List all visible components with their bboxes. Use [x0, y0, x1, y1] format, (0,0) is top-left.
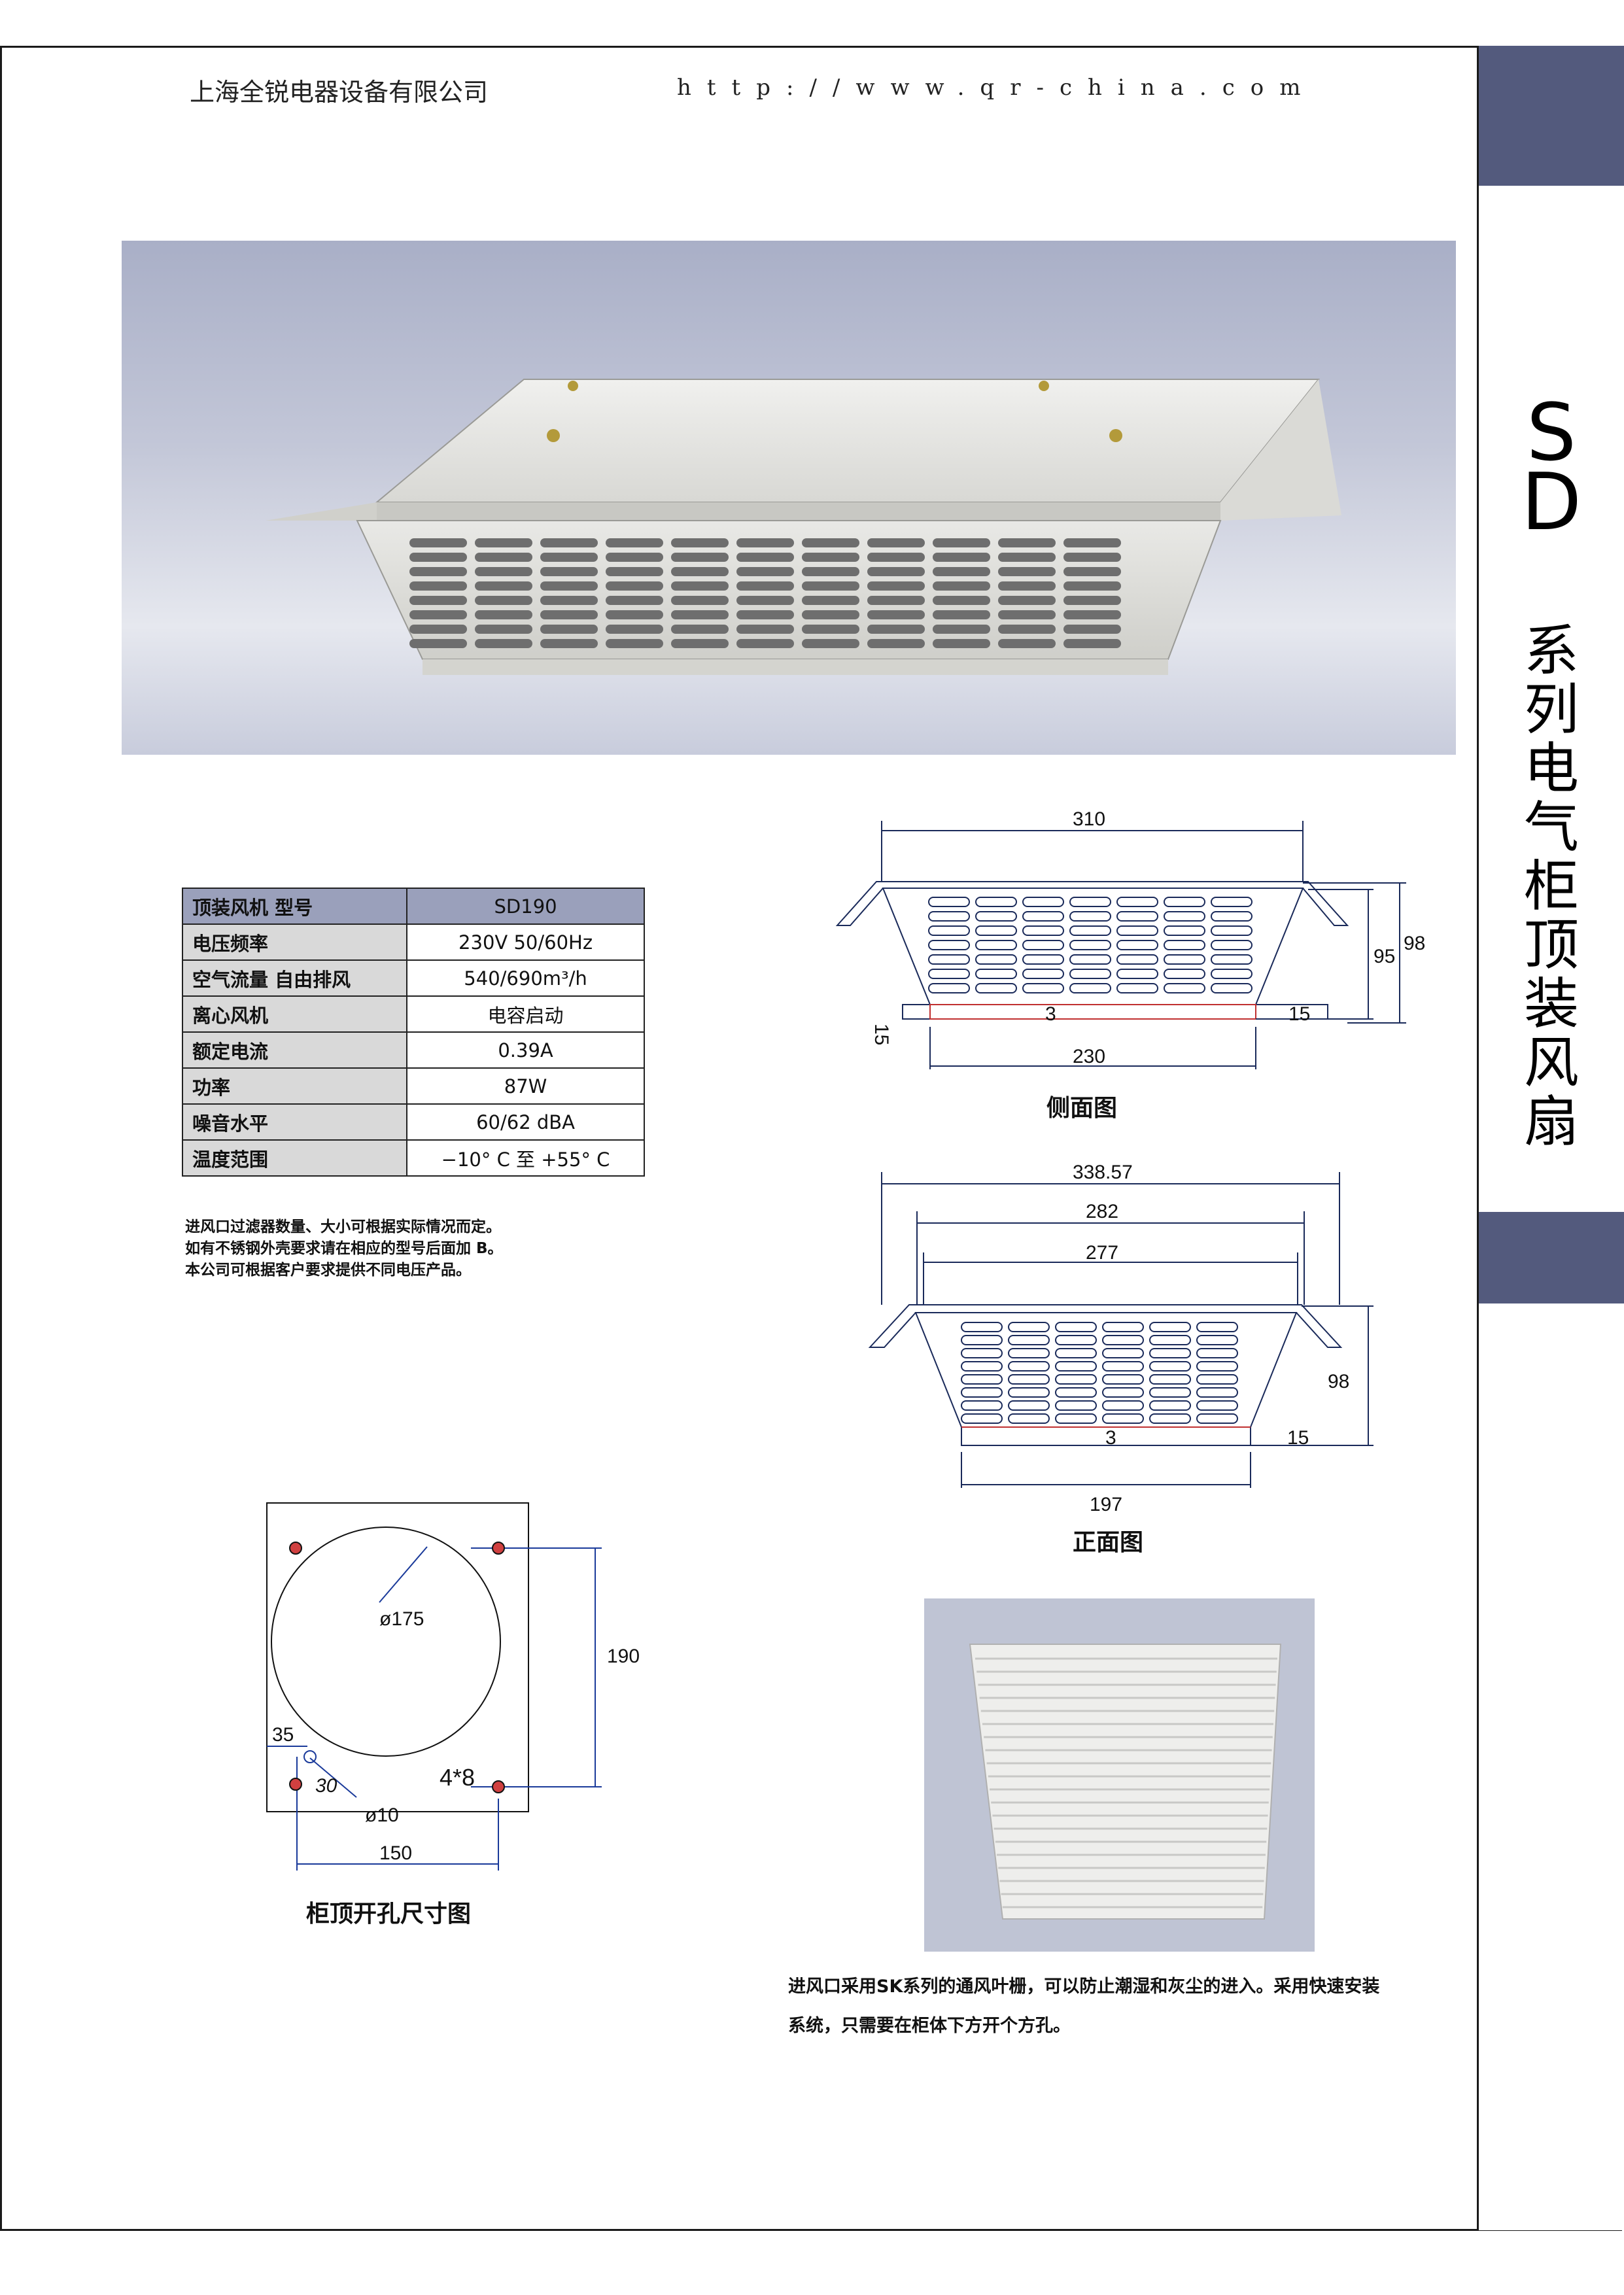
dim-height: 190 [607, 1646, 640, 1667]
spec-label: 噪音水平 [181, 1103, 408, 1141]
spec-value: 60/62 dBA [406, 1103, 645, 1141]
series-title: 系列电气柜顶装风扇 [1523, 619, 1579, 1154]
dim-bottom: 230 [1073, 1046, 1105, 1067]
spec-row: 离心风机电容启动 [181, 995, 645, 1033]
spec-value: −10° C 至 +55° C [406, 1139, 645, 1177]
side-view-drawing: 310 95 98 15 15 3 230 侧面图 [835, 808, 1425, 1122]
spec-label: 额定电流 [181, 1031, 408, 1069]
spec-row: 温度范围−10° C 至 +55° C [181, 1139, 645, 1177]
dim-height: 98 [1328, 1371, 1349, 1392]
dim-three: 3 [1045, 1003, 1056, 1025]
dim-inner-height: 95 [1373, 946, 1395, 967]
grille-caption-line: 进风口采用SK系列的通风叶栅，可以防止潮湿和灰尘的进入。采用快速安装 [788, 1976, 1380, 1997]
sidebar-block-top [1479, 46, 1624, 186]
dim-width: 150 [379, 1842, 412, 1864]
note-line: 进风口过滤器数量、大小可根据实际情况而定。 [185, 1218, 501, 1235]
spec-value: 540/690m³/h [406, 959, 645, 997]
dim-outer: 338.57 [1073, 1162, 1133, 1183]
frame-left-line [0, 46, 2, 2230]
spec-header-row: 顶装风机 型号 SD190 [181, 888, 645, 925]
spec-label: 空气流量 自由排风 [181, 959, 408, 997]
grille-photo [924, 1598, 1315, 1952]
front-view-caption: 正面图 [1073, 1529, 1143, 1556]
front-view-drawing: 338.57 282 277 98 15 3 197 正面图 [868, 1162, 1373, 1556]
spec-value: 230V 50/60Hz [406, 923, 645, 961]
dim-right-15: 15 [1288, 1003, 1310, 1025]
dim-outer-height: 98 [1404, 933, 1425, 954]
dim-offset-x: 35 [272, 1724, 294, 1746]
spec-header-label: 顶装风机 型号 [181, 888, 408, 925]
cutout-caption: 柜顶开孔尺寸图 [306, 1901, 471, 1927]
dim-top: 310 [1073, 808, 1105, 830]
dim-mid: 282 [1086, 1201, 1118, 1222]
grille-caption: 进风口采用SK系列的通风叶栅，可以防止潮湿和灰尘的进入。采用快速安装 系统，只需… [788, 1967, 1379, 2046]
sidebar-block-middle [1479, 1212, 1624, 1303]
spec-value: 0.39A [406, 1031, 645, 1069]
website-url[interactable]: http://www.qr-china.com [677, 75, 1317, 101]
dim-left-15: 15 [871, 1024, 892, 1045]
spec-label: 功率 [181, 1067, 408, 1105]
dim-holes: 4*8 [440, 1764, 475, 1791]
dim-inner: 277 [1086, 1242, 1118, 1264]
side-view-caption: 侧面图 [1046, 1095, 1117, 1122]
spec-label: 离心风机 [181, 995, 408, 1033]
dim-hole-dia: ø10 [365, 1804, 399, 1826]
company-name: 上海全锐电器设备有限公司 [190, 78, 489, 107]
spec-value: 电容启动 [406, 995, 645, 1033]
spec-notes: 进风口过滤器数量、大小可根据实际情况而定。 如有不锈钢外壳要求请在相应的型号后面… [185, 1217, 503, 1281]
dim-offset-y: 30 [315, 1775, 337, 1797]
note-line: 如有不锈钢外壳要求请在相应的型号后面加 B。 [185, 1240, 503, 1257]
grille-caption-line: 系统，只需要在柜体下方开个方孔。 [788, 2016, 1071, 2036]
dim-circle: ø175 [379, 1608, 424, 1630]
dim-three: 3 [1105, 1427, 1116, 1449]
dim-right-15: 15 [1287, 1427, 1309, 1449]
spec-label: 电压频率 [181, 923, 408, 961]
louver-grille-illustration [969, 1644, 1282, 1920]
cutout-drawing: ø175 190 35 30 4*8 ø10 150 柜顶开孔尺寸图 [266, 1502, 640, 1927]
frame-bottom-line [0, 2229, 1622, 2231]
note-line: 本公司可根据客户要求提供不同电压产品。 [185, 1262, 471, 1279]
spec-value: 87W [406, 1067, 645, 1105]
spec-label: 温度范围 [181, 1139, 408, 1177]
roof-fan-illustration [266, 379, 1341, 675]
dim-bottom: 197 [1090, 1494, 1122, 1515]
product-photo [122, 241, 1456, 755]
frame-top-line [0, 46, 1622, 48]
spec-header-value: SD190 [406, 888, 645, 925]
